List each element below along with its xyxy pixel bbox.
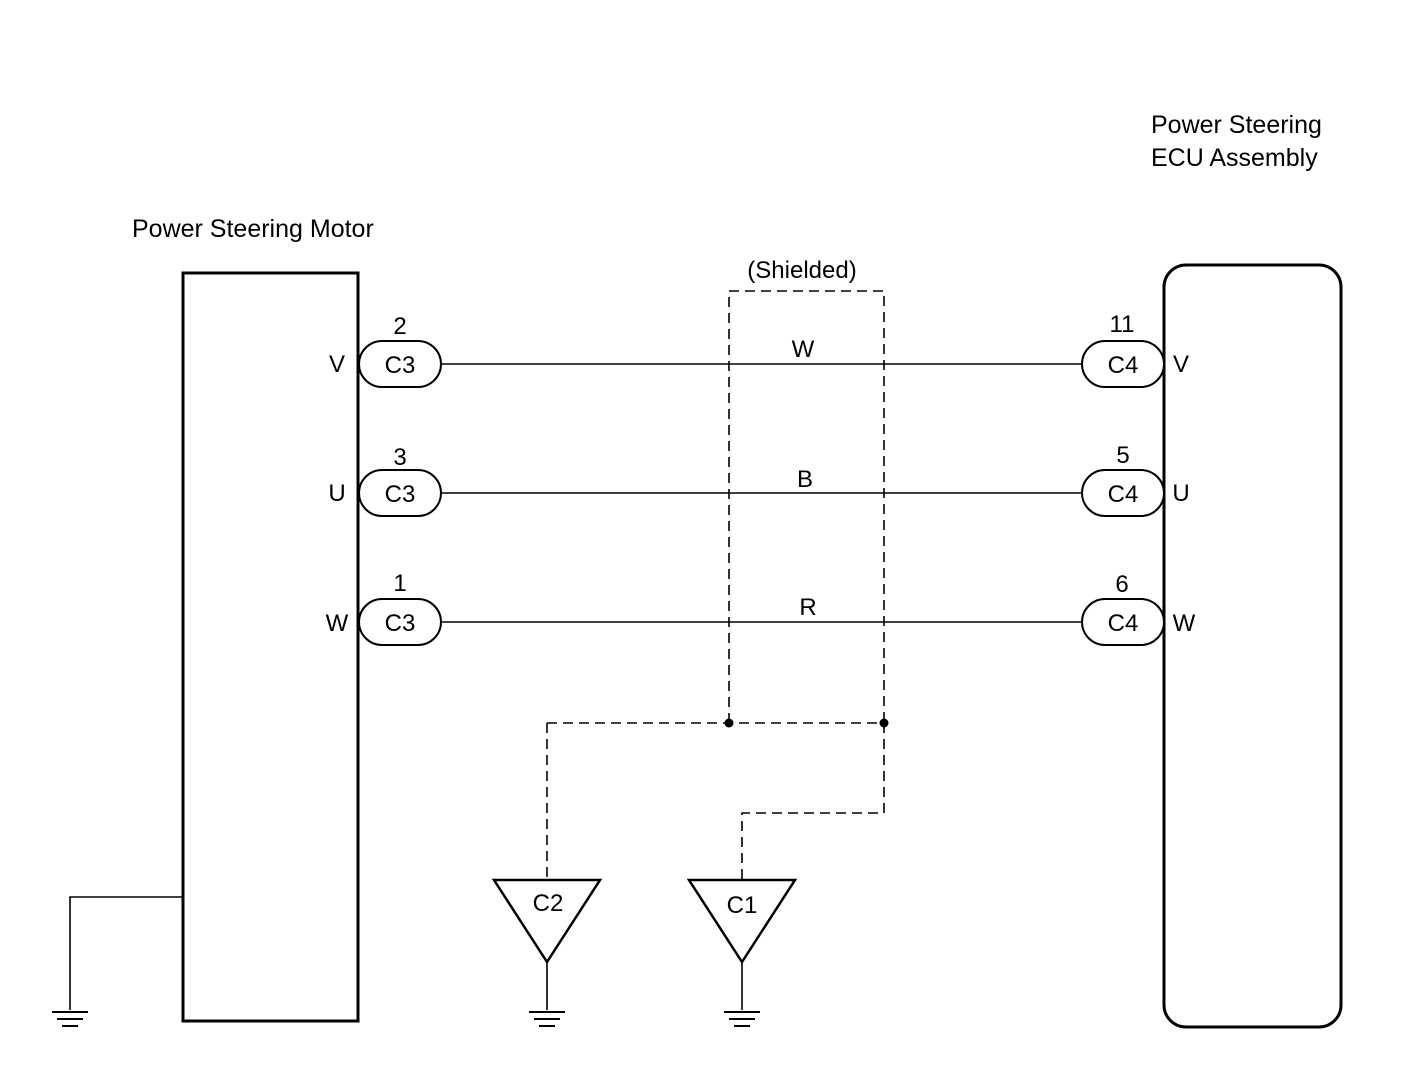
ecu-pin-signal-w: W (1173, 610, 1196, 637)
motor-pin-number-w: 1 (393, 570, 406, 597)
ecu-pin-number-v: 11 (1110, 311, 1135, 338)
ecu-box (1162, 263, 1343, 1029)
ecu-connector-u (1081, 469, 1165, 517)
motor-connector-label-u: C3 (385, 481, 416, 508)
motor-pin-signal-v: V (329, 351, 345, 378)
wire-color-w: R (799, 594, 816, 621)
ecu-title-line1: Power Steering (1151, 111, 1322, 139)
motor-box (181, 271, 360, 1023)
ground-symbol-motor (52, 1011, 88, 1027)
motor-pin-number-u: 3 (393, 444, 406, 471)
ecu-pin-number-u: 5 (1116, 442, 1129, 469)
ecu-connector-label-u: C4 (1108, 481, 1139, 508)
ecu-title-line2: ECU Assembly (1151, 144, 1318, 172)
motor-pin-signal-u: U (328, 480, 345, 507)
motor-connector-u (358, 469, 442, 517)
ecu-pin-number-w: 6 (1115, 571, 1128, 598)
motor-connector-w (358, 598, 442, 646)
shield-drain-c1 (741, 723, 885, 880)
motor-connector-label-w: C3 (385, 610, 416, 637)
wire-color-v: W (792, 336, 815, 363)
shield-junction-left (724, 718, 734, 728)
ecu-connector-w (1081, 598, 1165, 646)
motor-connector-v (358, 340, 442, 388)
ground-point-label-c2: C2 (533, 890, 564, 917)
motor-ground-wire (69, 896, 183, 1010)
motor-connector-label-v: C3 (385, 352, 416, 379)
shield-junction-right (879, 718, 889, 728)
ground-symbol-c2 (529, 1011, 565, 1027)
ecu-connector-label-v: C4 (1108, 352, 1139, 379)
wire-color-u: B (797, 466, 813, 493)
ecu-connector-v (1081, 340, 1165, 388)
ecu-connector-label-w: C4 (1108, 610, 1139, 637)
shield-outline (728, 290, 885, 723)
ground-point-label-c1: C1 (727, 892, 758, 919)
ground-symbol-c1 (724, 1011, 760, 1027)
ecu-pin-signal-v: V (1173, 351, 1189, 378)
shield-label: (Shielded) (747, 257, 856, 284)
ground-point-c1 (686, 878, 798, 965)
motor-pin-signal-w: W (326, 610, 349, 637)
ecu-pin-signal-u: U (1172, 480, 1189, 507)
motor-pin-number-v: 2 (393, 313, 406, 340)
motor-title: Power Steering Motor (132, 215, 374, 243)
ground-point-c2 (491, 878, 603, 965)
